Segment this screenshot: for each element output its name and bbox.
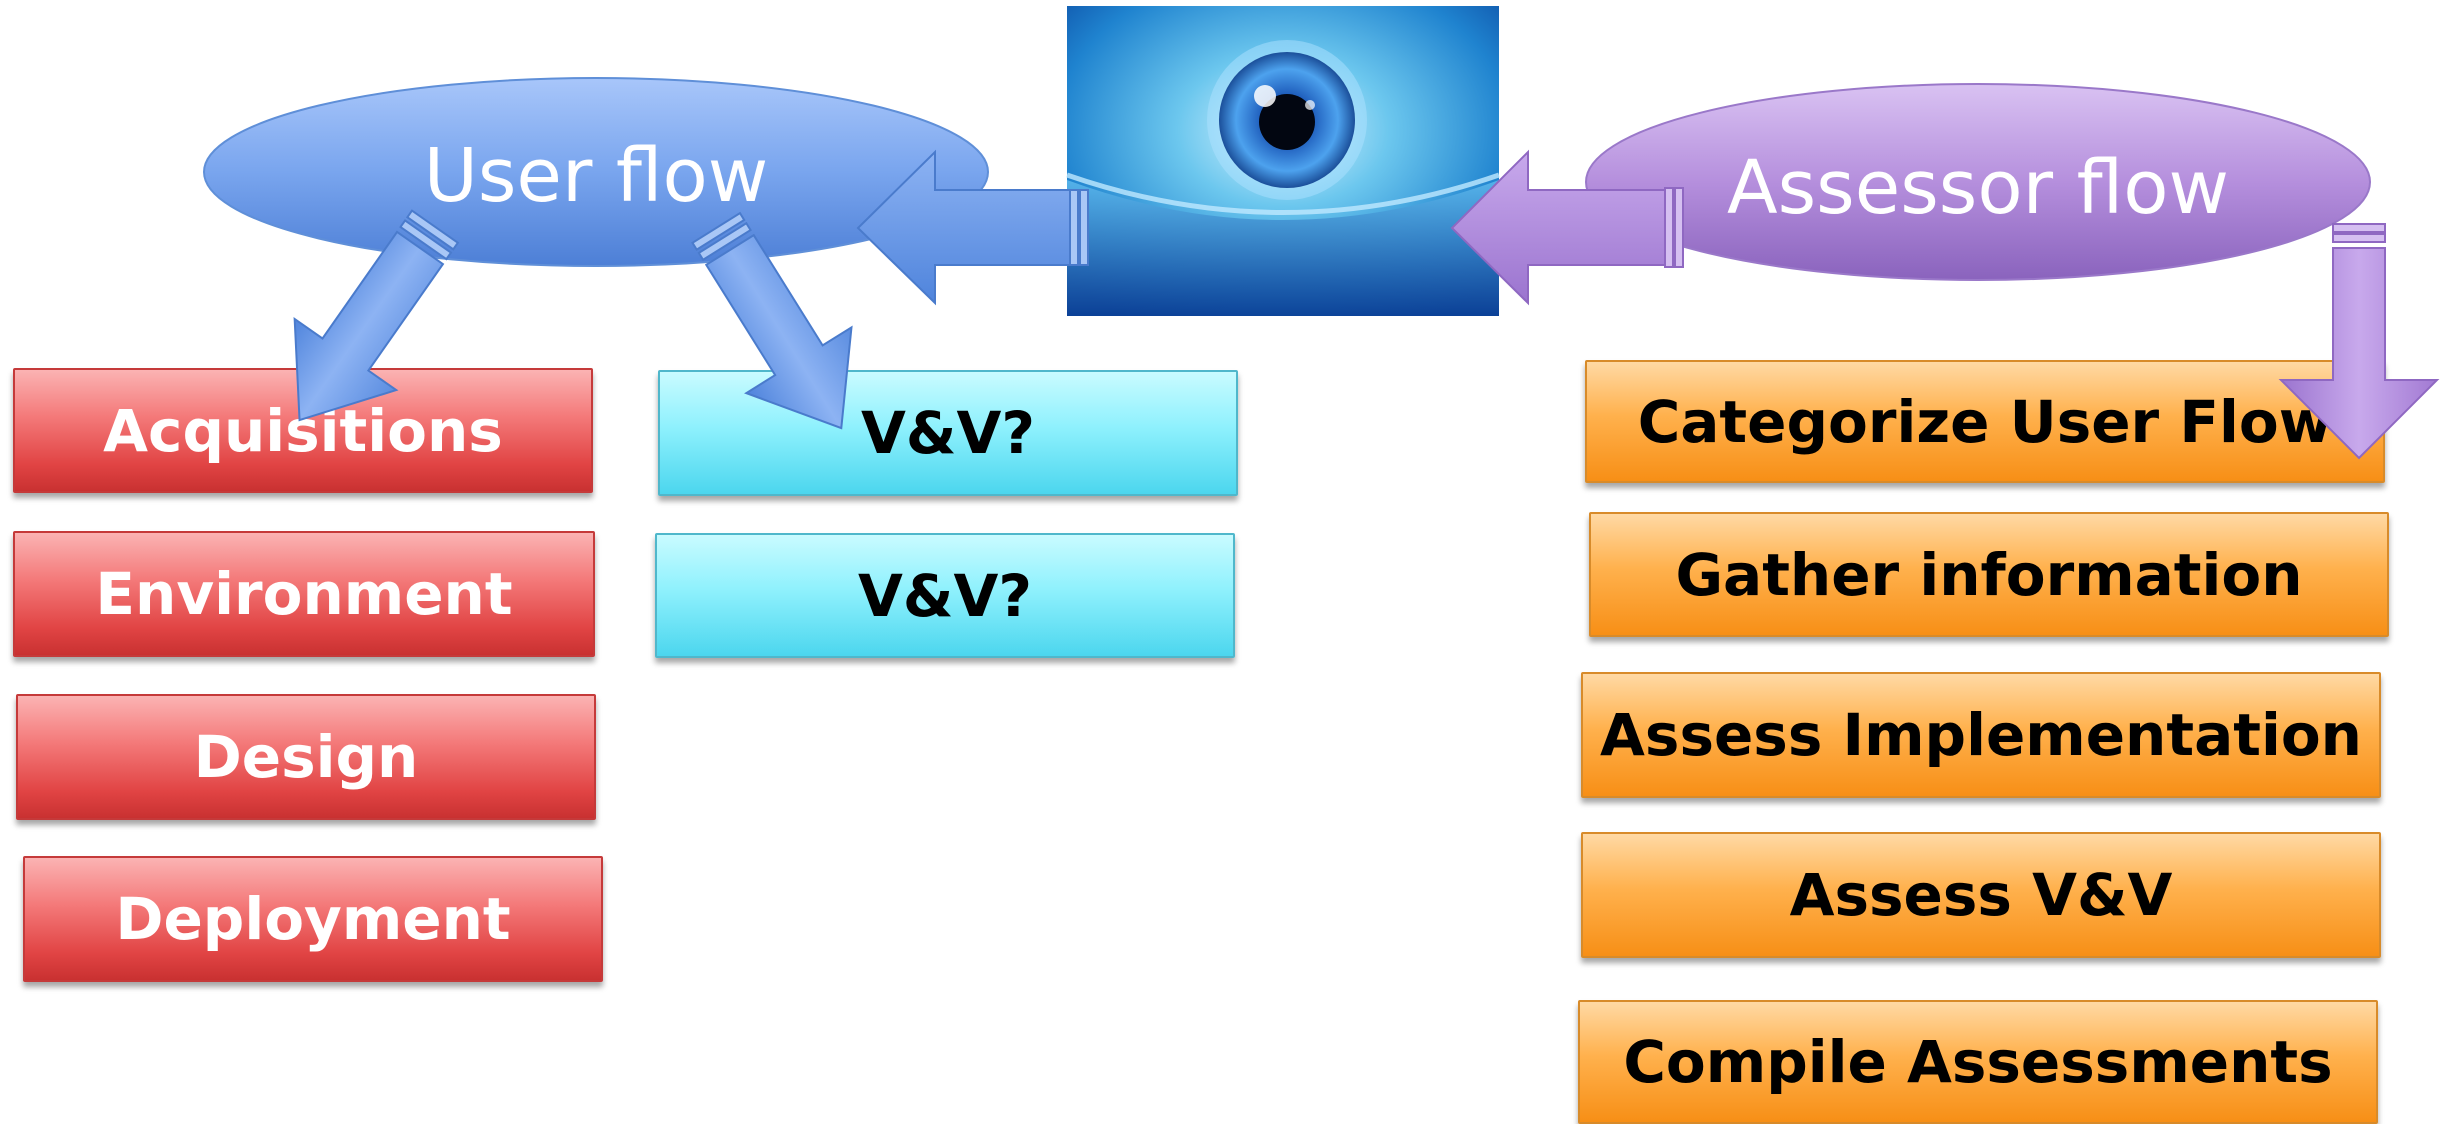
vv-item-label: V&V? [861, 399, 1035, 467]
vv-item: V&V? [655, 533, 1235, 658]
assessor-step-label: Categorize User Flow [1637, 387, 2333, 456]
assessor-step: Assess Implementation [1581, 672, 2381, 798]
assessor-step-label: Assess V&V [1789, 861, 2173, 929]
assessor-step-label: Compile Assessments [1623, 1028, 2333, 1096]
vv-item: V&V? [658, 370, 1238, 496]
assessor-flow-label: Assessor flow [1727, 145, 2229, 231]
assessor-step: Assess V&V [1581, 832, 2381, 958]
user-flow-item: Environment [13, 531, 595, 657]
user-flow-item: Design [16, 694, 596, 820]
user-flow-item: Acquisitions [13, 368, 593, 493]
assessor-step: Gather information [1589, 512, 2389, 637]
assessor-step-label: Assess Implementation [1600, 701, 2362, 769]
user-flow-item-label: Design [193, 723, 419, 791]
assessor-step-label: Gather information [1675, 540, 2303, 609]
assessor-step: Categorize User Flow [1585, 360, 2385, 483]
user-flow-item: Deployment [23, 856, 603, 982]
assessor-step: Compile Assessments [1578, 1000, 2378, 1124]
vv-item-label: V&V? [858, 561, 1032, 630]
user-flow-label: User flow [423, 133, 769, 219]
user-flow-item-label: Deployment [115, 885, 511, 953]
eye-icon [1066, 6, 1500, 316]
user-flow-item-label: Environment [95, 560, 513, 628]
user-flow-item-label: Acquisitions [103, 396, 503, 465]
